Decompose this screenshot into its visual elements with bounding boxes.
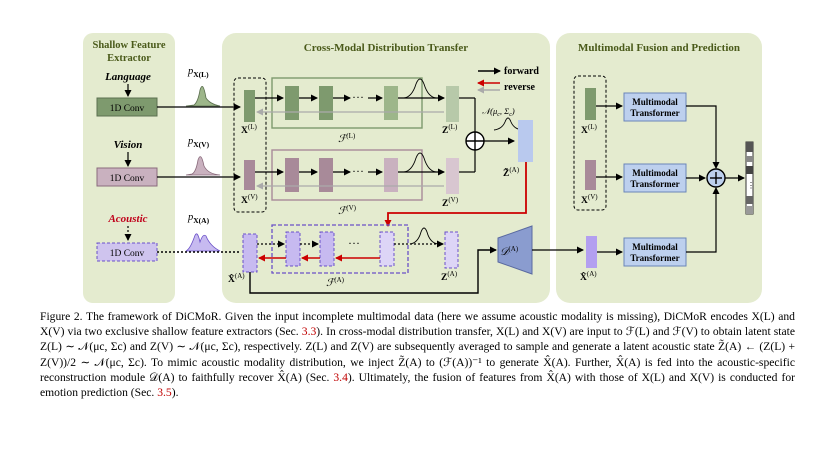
fusion-dashed-group (573, 75, 607, 211)
fv-dots: ··· (352, 164, 364, 178)
label-acoustic: Acoustic (107, 213, 147, 225)
transformer-a (623, 237, 687, 267)
flow-fl-box (271, 77, 423, 129)
px-language-label: pX(L) (187, 66, 209, 79)
px-vision-label: pX(V) (187, 136, 210, 149)
fusion-xa-block (586, 236, 597, 268)
caption-text-4: ). (171, 386, 179, 400)
conv-acoustic (96, 242, 158, 262)
fv-block-3 (384, 158, 398, 192)
caption-ref-sec-3-3[interactable]: 3.3 (301, 325, 317, 339)
zl-block (446, 86, 459, 122)
fl-dots: ··· (352, 90, 364, 104)
label-vision: Vision (114, 139, 143, 151)
fv-block-1 (285, 158, 299, 192)
fl-block-1 (285, 86, 299, 120)
flow-fa-box (271, 224, 409, 274)
fl-block-3 (384, 86, 398, 120)
transformer-l-line2: Transformer (630, 108, 679, 118)
transformer-a-line2: Transformer (630, 253, 679, 263)
panel-title-shallow-2: Extractor (107, 53, 151, 64)
label-language: Language (104, 71, 151, 83)
legend-reverse-label: reverse (504, 82, 535, 93)
zv-block (446, 158, 459, 194)
fusion-xl-block (585, 88, 596, 120)
xa-dashed-block (242, 233, 258, 273)
red-reverse-path (384, 162, 527, 227)
fa-dots: ··· (348, 236, 360, 250)
caption-ref-sec-3-4[interactable]: 3.4 (333, 370, 348, 384)
transformer-a-line1: Multimodal (632, 242, 678, 252)
px-language-curve (185, 86, 221, 107)
caption-label: Figure 2. (40, 310, 83, 323)
transformer-l-line1: Multimodal (632, 97, 678, 107)
xl-block (244, 90, 255, 122)
fa-block-3 (379, 231, 395, 267)
transformer-l (623, 92, 687, 122)
za-dashed-block (444, 231, 459, 269)
framework-diagram: Shallow Feature Extractor Cross-Modal Di… (83, 33, 762, 303)
flow-fv-box (271, 149, 423, 201)
conv-vision-label: 1D Conv (110, 174, 145, 184)
tl-to-fuse (686, 105, 720, 169)
gaussian-curve (493, 117, 523, 131)
xa-to-decoder (249, 246, 497, 294)
fa-block-2 (319, 231, 335, 267)
xv-block (244, 160, 255, 190)
caption-text-2: ). In cross-modal distribution transfer,… (40, 325, 795, 384)
svg-text:⋮: ⋮ (747, 181, 755, 190)
fl-curve (403, 78, 437, 99)
za-tilde-block (518, 120, 533, 162)
px-acoustic-label: pX(A) (187, 212, 210, 225)
ta-to-fuse (686, 187, 720, 253)
px-vision-curve (185, 156, 221, 176)
legend-forward-label: forward (504, 66, 539, 77)
dashed-group-xlv (233, 77, 267, 213)
conv-acoustic-label: 1D Conv (110, 249, 145, 259)
framework-figure: Shallow Feature Extractor Cross-Modal Di… (83, 33, 762, 303)
px-acoustic-curve (185, 233, 221, 252)
gaussian-label: 𝒩(μc, Σc) (482, 106, 515, 118)
figure-caption: Figure 2. The framework of DiCMoR. Given… (40, 309, 795, 400)
transformer-v-line2: Transformer (630, 179, 679, 189)
transformer-v-line1: Multimodal (632, 168, 678, 178)
fa-curve (409, 227, 439, 245)
fv-block-2 (319, 158, 333, 192)
panel-title-cross: Cross-Modal Distribution Transfer (304, 42, 469, 54)
transformer-v (623, 163, 687, 193)
fusion-xv-block (585, 160, 596, 190)
conv-language-label: 1D Conv (110, 104, 145, 114)
panel-title-shallow-1: Shallow Feature (92, 40, 165, 51)
fv-curve (403, 152, 437, 173)
output-vector: ⋮ (745, 141, 755, 215)
fa-block-1 (285, 231, 301, 267)
decoder-da (497, 225, 533, 275)
fl-block-2 (319, 86, 333, 120)
caption-ref-sec-3-5[interactable]: 3.5 (157, 386, 172, 400)
caption-text-1: The framework of DiCMoR. Given the input… (40, 310, 795, 339)
panel-title-fusion: Multimodal Fusion and Prediction (578, 42, 740, 54)
caption-text-3: ). Ultimately, the fusion of features fr… (40, 370, 795, 400)
